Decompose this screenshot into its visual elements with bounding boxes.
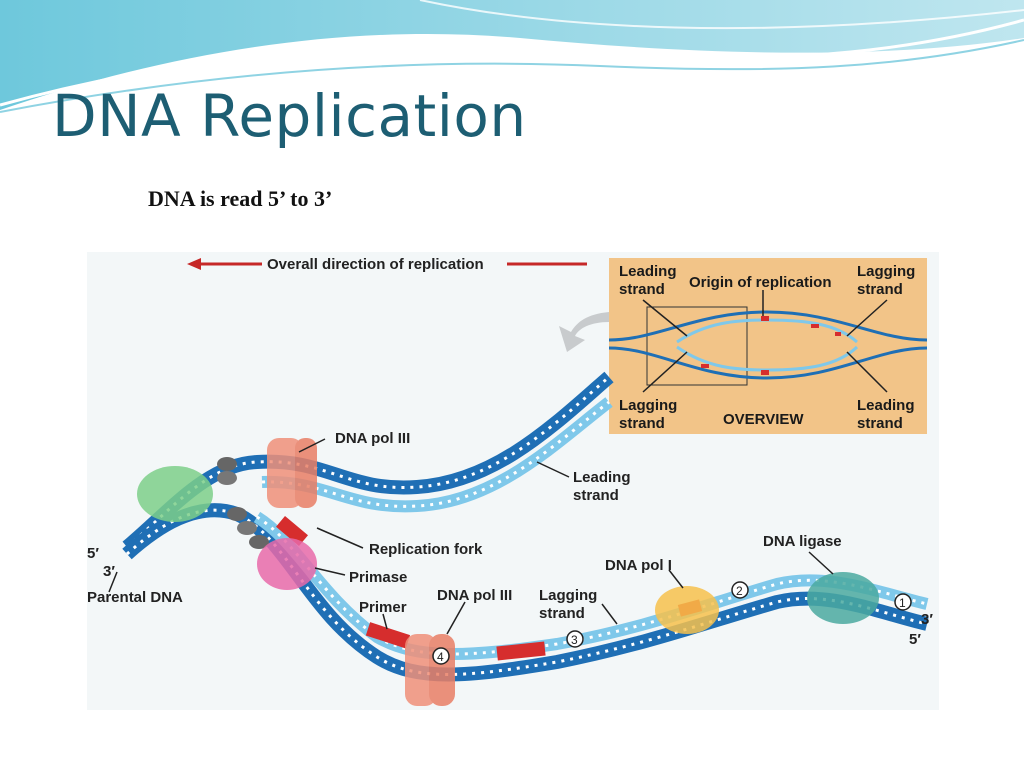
overview-lagging-strand-bl-2: strand	[619, 415, 665, 432]
label-primase: Primase	[349, 569, 407, 586]
dna-pol-iii-leading-protein	[267, 438, 317, 508]
label-5-prime-left: 5′	[87, 545, 99, 562]
leading-strand-helix	[122, 371, 614, 553]
step-3: 3	[571, 633, 578, 647]
label-lagging-strand: Lagging	[539, 587, 597, 604]
label-dna-pol-iii-bottom: DNA pol III	[437, 587, 512, 604]
label-3-prime-right: 3′	[921, 611, 933, 628]
overview-leading-strand-br-2: strand	[857, 415, 903, 432]
dna-pol-iii-lagging-protein	[405, 634, 455, 706]
label-leading-strand: Leading	[573, 469, 631, 486]
label-dna-pol-iii-top: DNA pol III	[335, 430, 410, 447]
step-2: 2	[736, 584, 743, 598]
step-1: 1	[899, 596, 906, 610]
label-parental-dna: Parental DNA	[87, 589, 183, 606]
dna-pol-i-protein	[655, 586, 719, 634]
label-lagging-strand-2: strand	[539, 605, 585, 622]
label-dna-ligase: DNA ligase	[763, 533, 842, 550]
overview-leading-strand-tl-2: strand	[619, 281, 665, 298]
overview-origin-label: Origin of replication	[689, 274, 832, 291]
slide-title: DNA Replication	[52, 82, 527, 150]
zoom-arrow	[559, 312, 609, 352]
overview-leading-strand-br: Leading	[857, 397, 915, 414]
slide-subtitle: DNA is read 5’ to 3’	[148, 186, 333, 211]
label-5-prime-right: 5′	[909, 631, 921, 648]
topoisomerase	[217, 457, 269, 549]
label-leading-strand-2: strand	[573, 487, 619, 504]
overview-inset: Leading strand Origin of replication Lag…	[608, 258, 928, 434]
overview-lagging-strand-bl: Lagging	[619, 397, 677, 414]
step-4: 4	[437, 650, 444, 664]
direction-arrow: Overall direction of replication	[187, 256, 587, 273]
primase-protein	[257, 538, 317, 590]
overview-lagging-strand-tr-2: strand	[857, 281, 903, 298]
overview-lagging-strand-tr: Lagging	[857, 263, 915, 280]
replication-diagram: Overall direction of replication Leading…	[87, 252, 939, 710]
helicase	[137, 466, 213, 522]
label-primer: Primer	[359, 599, 407, 616]
label-dna-pol-i: DNA pol I	[605, 557, 672, 574]
overview-label: OVERVIEW	[723, 411, 804, 428]
header-wave-decoration	[0, 0, 1024, 113]
label-pointers	[108, 438, 834, 635]
step-markers: 1 2 3 4	[432, 581, 912, 665]
dna-ligase-protein	[807, 572, 879, 624]
label-3-prime-left: 3′	[103, 563, 115, 580]
overview-leading-strand-tl: Leading	[619, 263, 677, 280]
direction-label: Overall direction of replication	[267, 256, 484, 273]
label-replication-fork: Replication fork	[369, 541, 483, 558]
